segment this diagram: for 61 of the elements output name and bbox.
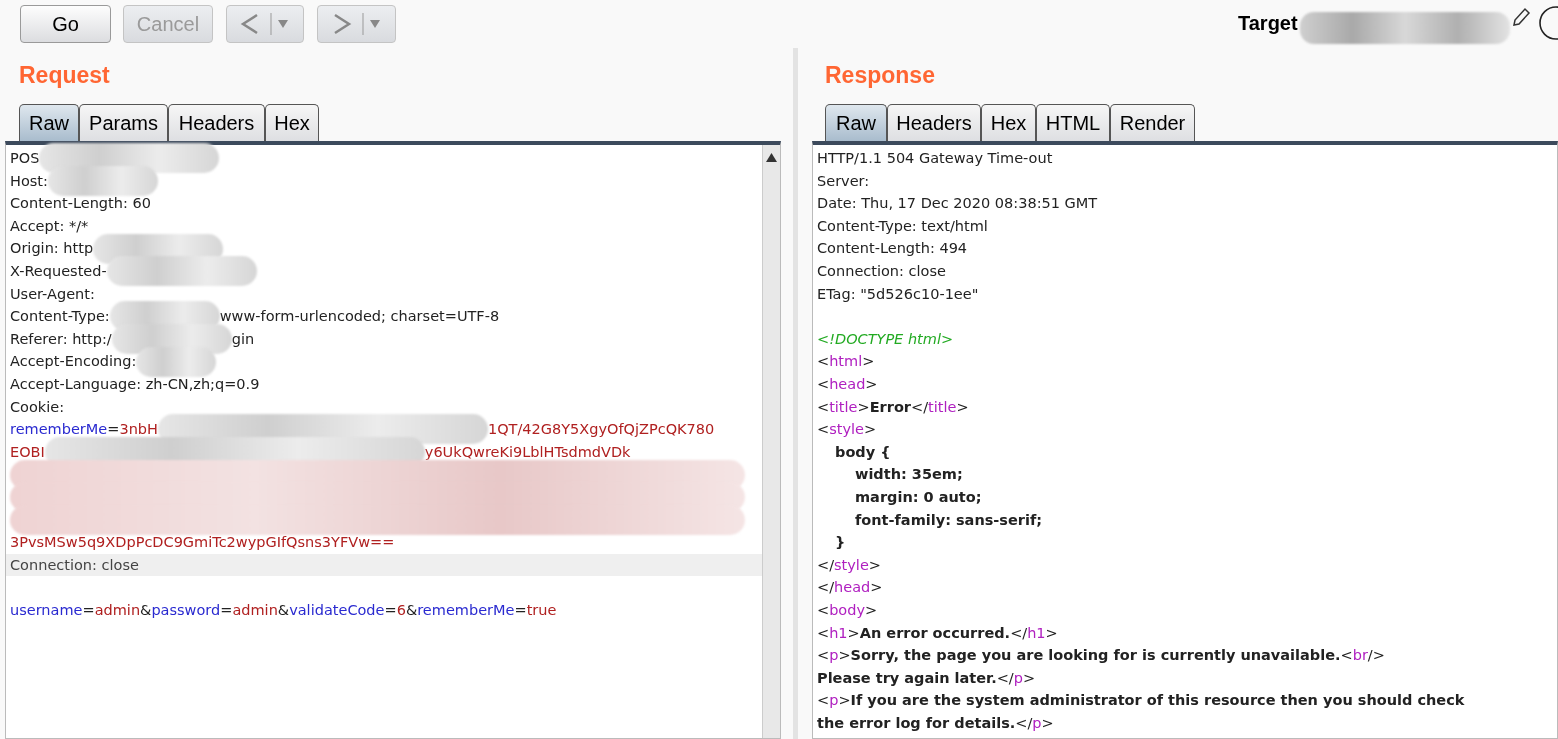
tab: Hex [265, 104, 319, 141]
code-text: <html> [817, 352, 875, 372]
code-text: <h1>An error occurred.</h1> [817, 623, 1058, 643]
code-text: Content-Type: [10, 307, 110, 327]
code-text: User-Agent: [10, 284, 95, 304]
go-button: Go [20, 5, 111, 43]
tab: Raw [825, 104, 887, 141]
code-text: X-Requested- [10, 262, 107, 281]
code-text: Content-Length: 494 [817, 239, 968, 259]
tab: Headers [168, 104, 265, 141]
code-text: username=admin&password=admin&validateCode=6&rememberMe=true [10, 601, 557, 620]
back-button [226, 5, 304, 43]
code-text: </head> [817, 578, 883, 598]
code-text: Server: [817, 171, 870, 191]
forward-button [317, 5, 396, 43]
code-text: <body> [817, 601, 878, 620]
code-text: </style> [817, 555, 881, 575]
code-text: margin: 0 auto; [855, 488, 982, 507]
code-text: <head> [817, 375, 878, 394]
code-text: www-form-urlencoded; charset=UTF-8 [219, 307, 500, 327]
tab: Params [79, 104, 168, 141]
code-text: <p>If you are the system administrator of this resource then you should check the error log for details.</p> [817, 692, 1465, 731]
code-text: Cookie: [10, 397, 65, 417]
panel-heading: Response [825, 62, 935, 89]
code-text: Content-Type: text/html [817, 216, 988, 236]
code-text: Connection: close [817, 262, 946, 281]
code-text: <p>Sorry, the page you are looking for is currently unavailable.<br/> [817, 646, 1385, 666]
code-text: 1QT/42G8Y5XgyOfQjZPcQK780 [487, 420, 715, 440]
code-text: <style> [817, 420, 877, 440]
code-text: body { [835, 442, 891, 462]
code-text: Host: [10, 171, 48, 191]
tab: Render [1110, 104, 1195, 141]
code-text: Accept-Encoding: [10, 352, 137, 372]
code-text: Accept-Language: zh-CN,zh;q=0.9 [10, 375, 260, 394]
tab: Raw [19, 104, 79, 141]
code-text: y6UkQwreKi9LblHTsdmdVDk [424, 442, 631, 462]
code-text: Please try again later.</p> [817, 668, 1036, 688]
tab: Headers [887, 104, 981, 141]
code-text: <!DOCTYPE html> [817, 329, 954, 349]
code-text: 3PvsMSw5q9XDpPcDC9GmiTc2wypGIfQsns3YFVw== [10, 533, 395, 553]
tab: HTML [1036, 104, 1110, 141]
code-text: POS [10, 149, 40, 168]
code-text: rememberMe=3nbH [10, 420, 158, 440]
code-text: EOBI [10, 442, 45, 462]
code-text: <title>Error</title> [817, 397, 969, 417]
code-text: Date: Thu, 17 Dec 2020 08:38:51 GMT [817, 194, 1098, 214]
code-text: font-family: sans-serif; [855, 510, 1043, 530]
panel-heading: Request [19, 62, 110, 89]
code-text: ETag: "5d526c10-1ee" [817, 284, 979, 304]
tab: Hex [981, 104, 1036, 141]
code-text: Referer: http:/ [10, 329, 112, 349]
code-text: Connection: close [10, 555, 139, 575]
code-text: width: 35em; [855, 465, 963, 485]
code-text: gin [231, 329, 255, 349]
code-text: HTTP/1.1 504 Gateway Time-out [817, 149, 1053, 168]
cancel-button: Cancel [123, 5, 213, 43]
code-text: Content-Length: 60 [10, 194, 151, 214]
code-text: Accept: */* [10, 216, 89, 236]
code-text: } [835, 533, 846, 553]
target-label: Target [1238, 12, 1298, 35]
code-text: Origin: http [10, 239, 94, 259]
